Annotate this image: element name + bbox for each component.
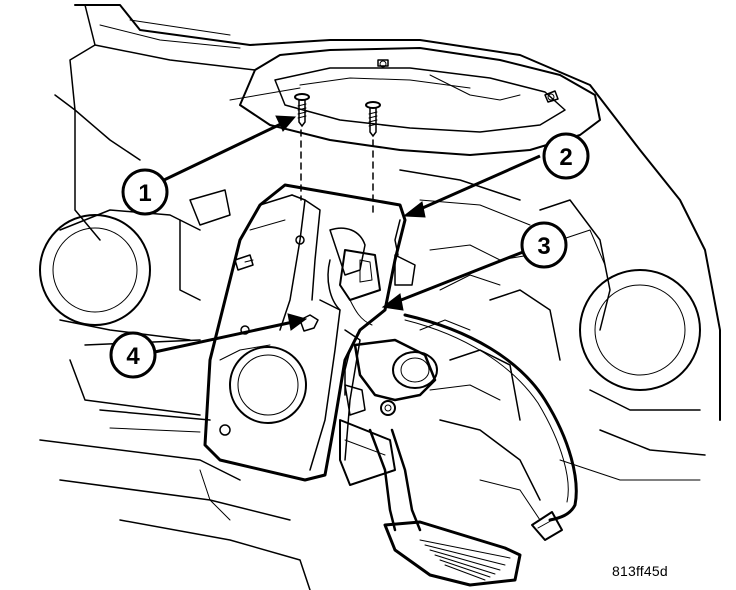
figure-id: 813ff45d xyxy=(612,563,668,579)
vehicle-structure xyxy=(39,4,721,590)
callout-2: 2 xyxy=(542,132,590,180)
callout-4: 4 xyxy=(109,331,157,379)
callout-3: 3 xyxy=(520,221,568,269)
callout-4-label: 4 xyxy=(126,343,140,370)
screw-right xyxy=(365,101,381,138)
callout-2-label: 2 xyxy=(559,144,572,171)
accelerator-pedal xyxy=(339,313,578,587)
leader-3 xyxy=(395,250,524,304)
callout-1-label: 1 xyxy=(138,180,151,207)
leader-1 xyxy=(163,121,284,182)
callout-3-label: 3 xyxy=(537,233,550,260)
leader-2 xyxy=(417,154,541,212)
leader-arrows xyxy=(149,115,541,355)
pedal-bracket xyxy=(203,183,416,482)
mounting-screws xyxy=(294,93,381,216)
callout-1: 1 xyxy=(121,168,169,216)
leader-4 xyxy=(149,320,294,355)
screw-left xyxy=(294,93,310,128)
